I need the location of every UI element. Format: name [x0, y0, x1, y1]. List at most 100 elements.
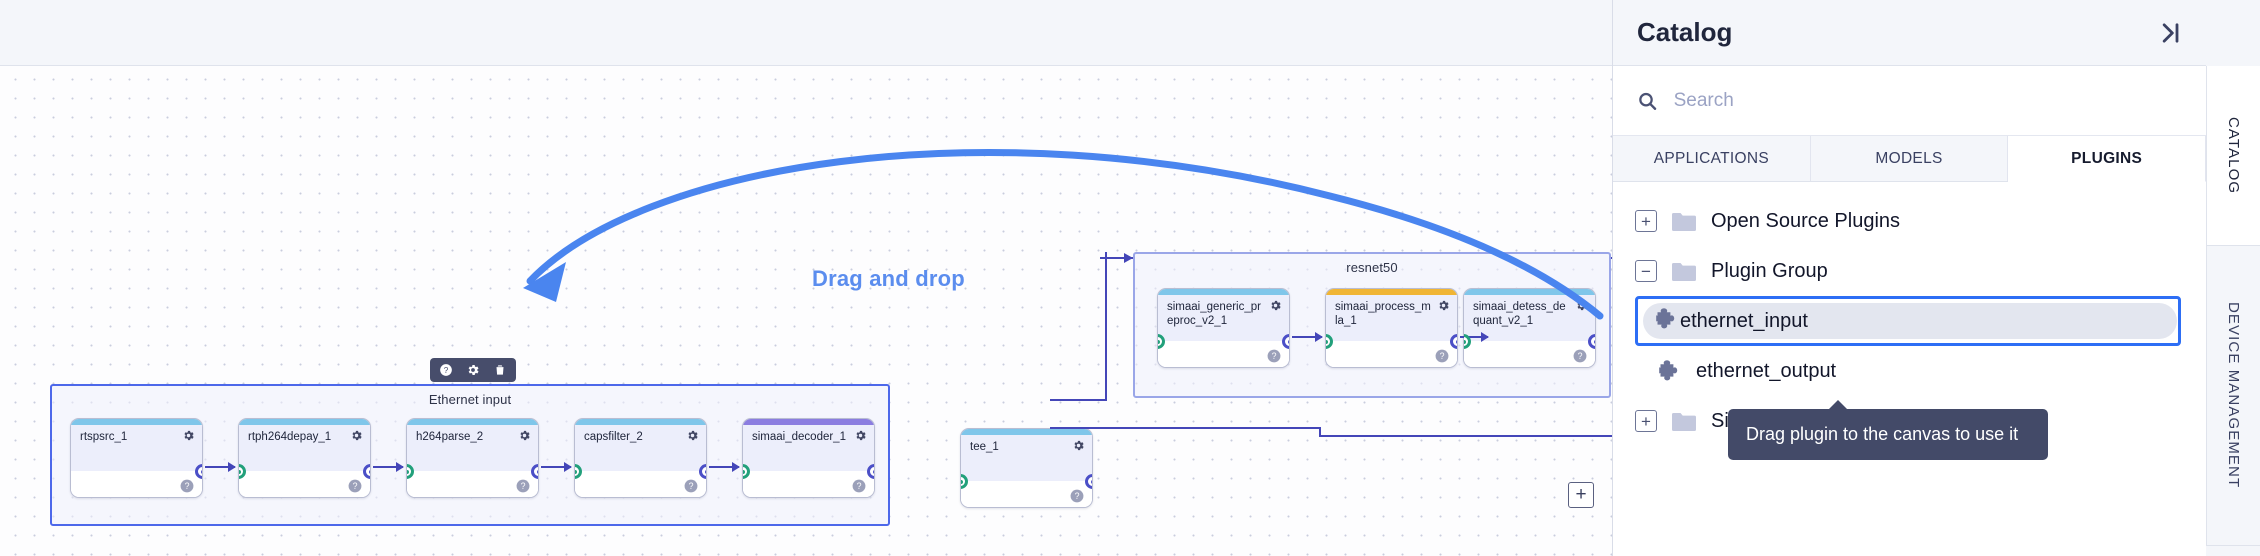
svg-text:?: ?: [1578, 351, 1583, 361]
node-title: tee_1: [970, 441, 999, 453]
trash-icon[interactable]: [493, 363, 507, 377]
node-footer: ?: [743, 471, 874, 497]
connector: [373, 462, 404, 472]
svg-text:?: ?: [1272, 351, 1277, 361]
expand-icon[interactable]: +: [1635, 210, 1657, 232]
collapse-icon[interactable]: −: [1635, 260, 1657, 282]
folder-icon: [1671, 211, 1697, 232]
node-output-port[interactable]: [699, 464, 706, 479]
svg-text:?: ?: [1075, 491, 1080, 501]
rail-tab-catalog[interactable]: CATALOG: [2206, 66, 2260, 246]
node-accent-bar: [961, 429, 1092, 435]
gear-icon[interactable]: [1072, 439, 1085, 452]
svg-text:?: ?: [689, 481, 694, 491]
node-input-port[interactable]: [575, 464, 582, 479]
help-icon[interactable]: ?: [348, 479, 362, 493]
node-toolbar[interactable]: ?: [430, 358, 516, 382]
svg-text:?: ?: [185, 481, 190, 491]
tree-item-open-source-plugins[interactable]: + Open Source Plugins: [1613, 196, 2206, 246]
help-icon[interactable]: ?: [1435, 349, 1449, 363]
search-input[interactable]: [1671, 88, 2182, 113]
connection-wires: [1050, 252, 1612, 437]
expand-icon[interactable]: +: [1635, 410, 1657, 432]
node-body: rtph264depay_1: [239, 425, 370, 471]
pipeline-canvas[interactable]: resnet50 simaai_generic_preproc_v2_1 ? s…: [0, 66, 1612, 556]
node-h264parse-2[interactable]: h264parse_2 ?: [406, 418, 539, 498]
help-icon[interactable]: ?: [516, 479, 530, 493]
node-output-port-1[interactable]: [1085, 474, 1092, 489]
gear-icon[interactable]: [350, 429, 363, 442]
catalog-tabs[interactable]: APPLICATIONS MODELS PLUGINS: [1613, 136, 2207, 182]
help-icon[interactable]: ?: [1267, 349, 1281, 363]
page-title: Catalog: [1637, 17, 1733, 47]
help-icon[interactable]: ?: [852, 479, 866, 493]
node-footer: ?: [1158, 341, 1289, 367]
add-node-button[interactable]: +: [1568, 482, 1594, 508]
node-output-port[interactable]: [1450, 334, 1457, 349]
node-tee-1[interactable]: tee_1 ?: [960, 428, 1093, 508]
tree-item-label: Open Source Plugins: [1711, 209, 1901, 232]
node-footer: ?: [407, 471, 538, 497]
node-output-port[interactable]: [1588, 334, 1595, 349]
tree-item-ethernet-input-inner[interactable]: ethernet_input: [1643, 303, 2177, 339]
node-body: simaai_decoder_1: [743, 425, 874, 471]
connector: [709, 462, 740, 472]
node-body: h264parse_2: [407, 425, 538, 471]
gear-icon[interactable]: [518, 429, 531, 442]
help-icon[interactable]: ?: [439, 363, 453, 377]
node-accent-bar: [743, 419, 874, 425]
gear-icon[interactable]: [466, 363, 480, 377]
gear-icon[interactable]: [854, 429, 867, 442]
connector: [205, 462, 236, 472]
gear-icon[interactable]: [686, 429, 699, 442]
tree-item-ethernet-input[interactable]: ethernet_input: [1635, 296, 2181, 346]
node-input-port[interactable]: [1464, 334, 1471, 349]
folder-icon: [1671, 411, 1697, 432]
node-output-port[interactable]: [195, 464, 202, 479]
node-title: simaai_decoder_1: [752, 431, 846, 443]
svg-text:?: ?: [353, 481, 358, 491]
node-rtspsrc-1[interactable]: rtspsrc_1 ?: [70, 418, 203, 498]
node-input-port[interactable]: [1326, 334, 1333, 349]
search-icon: [1639, 92, 1657, 110]
help-icon[interactable]: ?: [684, 479, 698, 493]
node-input-port[interactable]: [1158, 334, 1165, 349]
svg-text:?: ?: [1440, 351, 1445, 361]
node-accent-bar: [71, 419, 202, 425]
node-footer: ?: [1326, 341, 1457, 367]
help-icon[interactable]: ?: [180, 479, 194, 493]
drag-plugin-tooltip: Drag plugin to the canvas to use it: [1728, 400, 2048, 460]
help-icon[interactable]: ?: [1070, 489, 1084, 503]
tree-item-ethernet-output[interactable]: ethernet_output: [1613, 346, 2206, 396]
tree-item-label: ethernet_input: [1680, 309, 1808, 332]
rail-tab-device-management[interactable]: DEVICE MANAGEMENT: [2206, 246, 2260, 546]
node-rtph264depay-1[interactable]: rtph264depay_1 ?: [238, 418, 371, 498]
tree-item-label: ethernet_output: [1696, 359, 1837, 382]
tree-item-plugin-group[interactable]: − Plugin Group: [1613, 246, 2206, 296]
tree-item-label: Plugin Group: [1711, 259, 1828, 282]
node-input-port[interactable]: [743, 464, 750, 479]
puzzle-icon: [1657, 358, 1683, 384]
node-output-port[interactable]: [531, 464, 538, 479]
top-bar: [0, 0, 1612, 66]
tab-models[interactable]: MODELS: [1811, 136, 2009, 181]
node-output-port[interactable]: [867, 464, 874, 479]
node-body: capsfilter_2: [575, 425, 706, 471]
gear-icon[interactable]: [182, 429, 195, 442]
node-footer: ?: [575, 471, 706, 497]
node-simaai-decoder-1[interactable]: simaai_decoder_1 ?: [742, 418, 875, 498]
tab-applications[interactable]: APPLICATIONS: [1613, 136, 1811, 181]
node-input-port[interactable]: [239, 464, 246, 479]
node-accent-bar: [575, 419, 706, 425]
node-input-port[interactable]: [961, 474, 968, 489]
node-title: rtph264depay_1: [248, 431, 332, 443]
tab-plugins[interactable]: PLUGINS: [2008, 136, 2207, 182]
node-output-port[interactable]: [1282, 334, 1289, 349]
help-icon[interactable]: ?: [1573, 349, 1587, 363]
search-row[interactable]: [1613, 66, 2206, 136]
collapse-right-icon[interactable]: [2156, 19, 2184, 47]
node-capsfilter-2[interactable]: capsfilter_2 ?: [574, 418, 707, 498]
node-output-port[interactable]: [363, 464, 370, 479]
node-input-port[interactable]: [407, 464, 414, 479]
